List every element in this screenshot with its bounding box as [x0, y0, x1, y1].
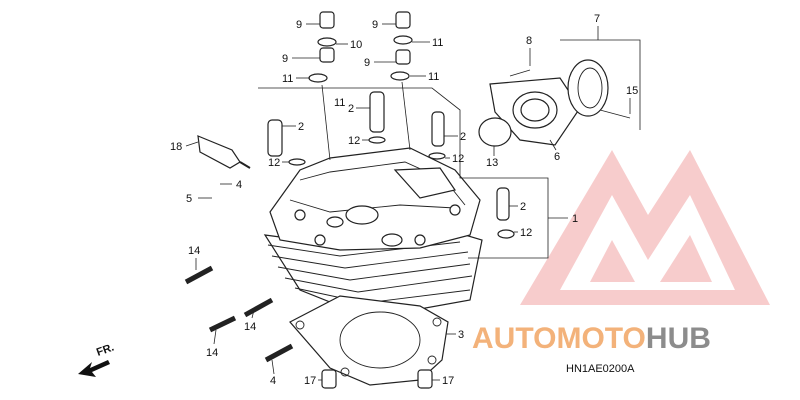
watermark-text: AUTOMOTOHUB: [472, 322, 711, 355]
callout-9: 9: [296, 19, 302, 31]
callout-12: 12: [520, 227, 532, 239]
callout-10: 10: [350, 39, 362, 51]
callout-13: 13: [486, 157, 498, 169]
stud-bolt: [184, 265, 294, 363]
insulator: [489, 77, 581, 146]
hole-cap: [267, 91, 510, 221]
hose-band: [567, 59, 609, 117]
diagram-code: HN1AE0200A: [566, 363, 635, 375]
callout-15: 15: [626, 85, 638, 97]
callout-17: 17: [304, 375, 316, 387]
callout-9: 9: [372, 19, 378, 31]
callout-11: 11: [432, 37, 443, 49]
watermark-part-moto: MOTO: [556, 322, 645, 355]
watermark-part-auto: AUTO: [472, 322, 556, 355]
callout-6: 6: [554, 151, 560, 163]
callout-14: 14: [206, 347, 218, 359]
o-ring: [288, 136, 515, 239]
front-direction-arrow-icon: [78, 360, 110, 377]
callout-2: 2: [460, 131, 466, 143]
spark-plug-icon: [197, 135, 251, 169]
cylinder-head: [263, 147, 483, 319]
callout-4: 4: [270, 375, 276, 387]
direction-label: FR.: [95, 341, 116, 358]
callout-9: 9: [364, 57, 370, 69]
callout-7: 7: [594, 13, 600, 25]
callout-8: 8: [526, 35, 532, 47]
insulator-gasket: [478, 117, 512, 147]
callout-12: 12: [268, 157, 280, 169]
head-gasket: [289, 295, 449, 386]
callout-5: 5: [186, 193, 192, 205]
callout-2: 2: [298, 121, 304, 133]
callout-9: 9: [282, 53, 288, 65]
callout-11: 11: [282, 73, 293, 85]
callout-12: 12: [452, 153, 464, 165]
callout-18: 18: [170, 141, 182, 153]
callout-labels: 9 10 9 11 9 11 9 11 11 7 8 15 2 2 2 2 12…: [170, 13, 638, 387]
callout-1: 1: [572, 213, 578, 225]
cap-nut: [308, 11, 413, 83]
callout-2: 2: [520, 201, 526, 213]
callout-4: 4: [236, 179, 242, 191]
callout-14: 14: [188, 245, 200, 257]
dowel-pin-right: [417, 369, 433, 389]
callout-14: 14: [244, 321, 256, 333]
callout-3: 3: [458, 329, 464, 341]
callout-11: 11: [334, 97, 345, 109]
watermark-part-hub: HUB: [646, 322, 711, 355]
dowel-pin-left: [321, 369, 337, 389]
watermark-logo-icon: [520, 150, 770, 305]
callout-2: 2: [348, 103, 354, 115]
callout-12: 12: [348, 135, 360, 147]
callout-11: 11: [428, 71, 439, 83]
callout-17: 17: [442, 375, 454, 387]
